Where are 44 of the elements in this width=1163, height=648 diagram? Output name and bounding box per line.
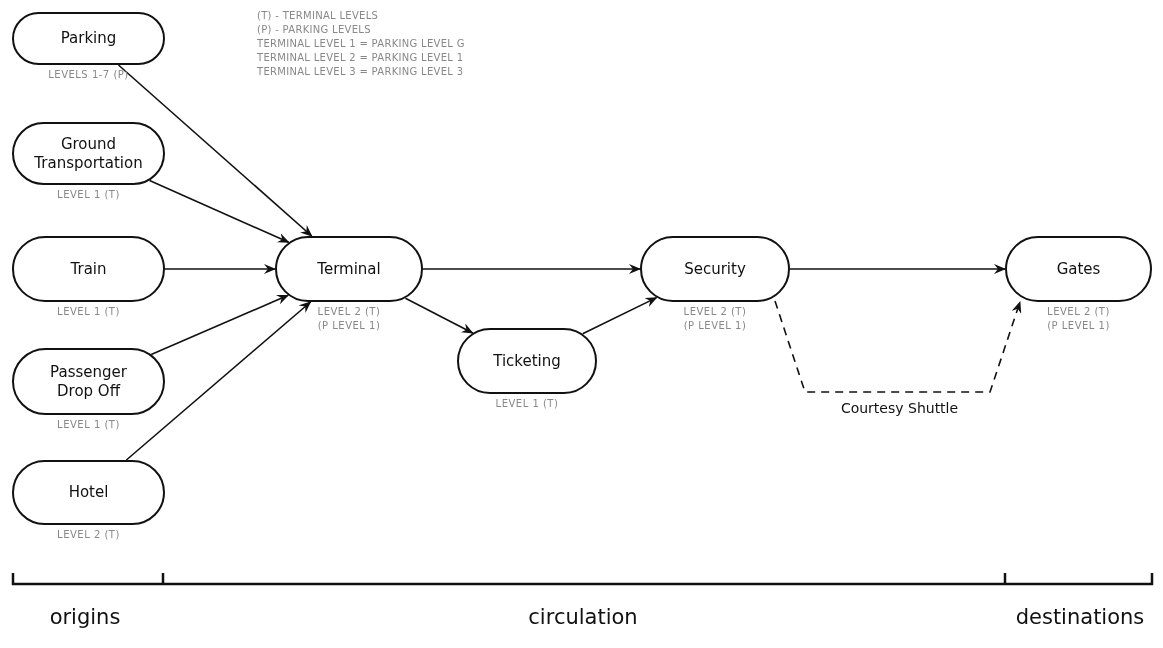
level-note: (P LEVEL 1) — [682, 320, 748, 331]
arrow — [774, 300, 1022, 393]
process-node — [457, 328, 597, 394]
level-note: LEVEL 2 (T) — [56, 529, 121, 540]
node-label: Parking — [59, 29, 118, 48]
process-node — [12, 122, 165, 185]
arrow — [150, 294, 289, 356]
level-note: (P LEVEL 1) — [1046, 320, 1111, 331]
node-label: Ground Transportation — [33, 134, 144, 173]
legend-note: TERMINAL LEVEL 1 = PARKING LEVEL G — [257, 38, 465, 49]
level-note: (P LEVEL 1) — [316, 320, 382, 331]
process-node — [12, 348, 165, 415]
process-node — [12, 12, 165, 65]
arrow — [117, 64, 313, 237]
section-label: origins — [48, 605, 122, 629]
legend-note: (T) - TERMINAL LEVELS — [257, 10, 379, 21]
level-note: LEVEL 1 (T) — [56, 419, 121, 430]
level-note: LEVEL 2 (T) — [682, 306, 748, 317]
level-note: LEVELS 1-7 (P) — [47, 69, 130, 80]
legend-note: (P) - PARKING LEVELS — [257, 24, 371, 35]
arrow — [125, 301, 312, 461]
node-label: Security — [683, 259, 747, 279]
node-label: Terminal — [316, 259, 382, 279]
arrow — [148, 179, 290, 244]
arrow — [164, 264, 276, 274]
arrow — [789, 264, 1006, 274]
level-note: LEVEL 1 (T) — [56, 306, 121, 317]
legend-note: TERMINAL LEVEL 3 = PARKING LEVEL 3 — [257, 66, 464, 77]
node-label: Passenger Drop Off — [49, 362, 128, 401]
node-label: Hotel — [67, 483, 110, 502]
legend-note: TERMINAL LEVEL 2 = PARKING LEVEL 1 — [257, 52, 464, 63]
node-label: Ticketing — [492, 351, 562, 371]
arrow — [404, 297, 474, 334]
level-note: LEVEL 1 (T) — [56, 189, 121, 200]
process-node — [275, 236, 423, 302]
section-label: destinations — [1014, 605, 1146, 629]
arrow — [581, 296, 658, 335]
node-label: Gates — [1055, 259, 1102, 279]
level-note: LEVEL 2 (T) — [1046, 306, 1111, 317]
level-note: LEVEL 1 (T) — [494, 398, 560, 409]
level-note: LEVEL 2 (T) — [316, 306, 382, 317]
node-label: Train — [69, 259, 108, 279]
section-label: circulation — [527, 605, 639, 629]
arrow — [422, 264, 641, 274]
